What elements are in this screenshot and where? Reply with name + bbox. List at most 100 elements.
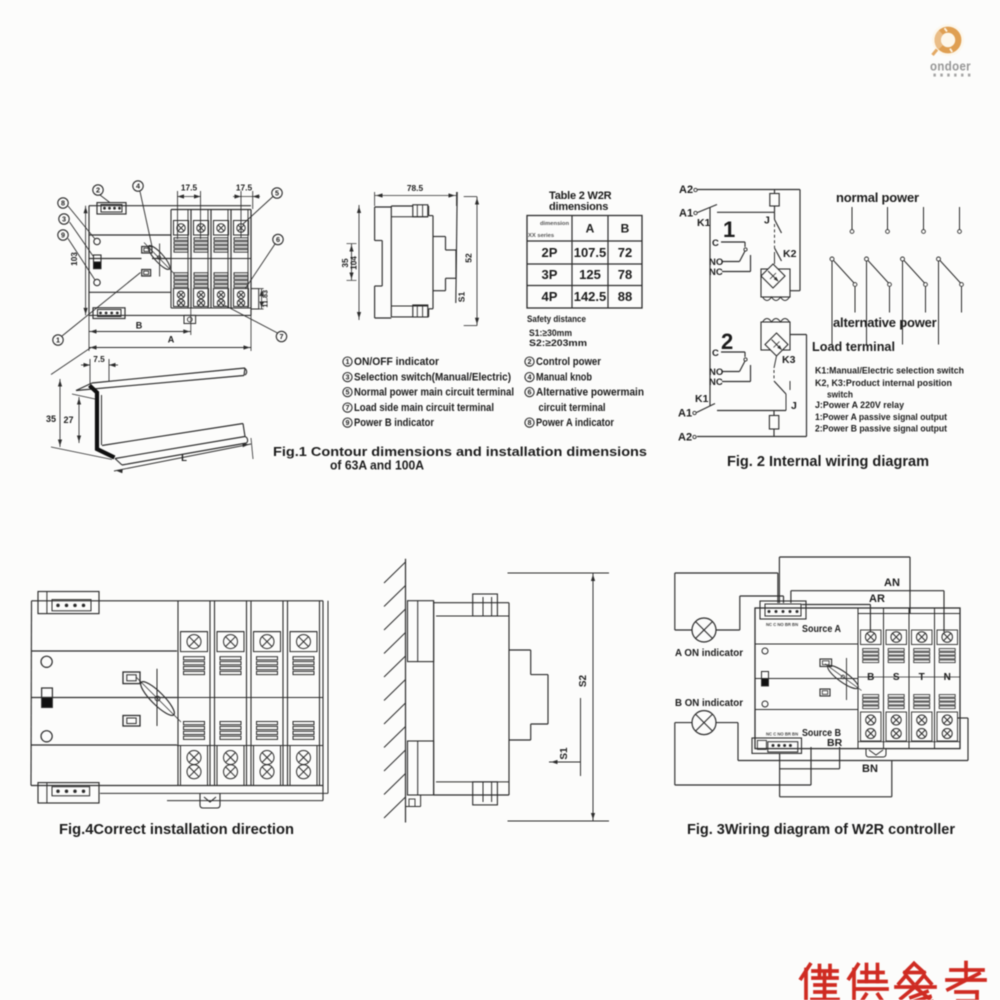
- svg-text:2: 2: [528, 357, 532, 366]
- svg-text:normal power: normal power: [836, 190, 919, 205]
- svg-text:Table 2 W2R: Table 2 W2R: [549, 190, 612, 202]
- svg-text:2P: 2P: [542, 245, 558, 260]
- svg-text:Power A indicator: Power A indicator: [536, 417, 615, 429]
- svg-text:27: 27: [63, 415, 73, 425]
- svg-text:3: 3: [346, 373, 350, 382]
- svg-text:XX series: XX series: [528, 233, 554, 239]
- svg-text:Selection switch(Manual/Electr: Selection switch(Manual/Electric): [354, 372, 511, 384]
- svg-text:Safety distance: Safety distance: [527, 314, 586, 325]
- svg-text:NC: NC: [709, 377, 723, 388]
- svg-text:2: 2: [721, 329, 733, 354]
- svg-text:B: B: [621, 222, 630, 236]
- svg-text:5: 5: [275, 189, 279, 198]
- svg-text:6: 6: [276, 235, 280, 244]
- svg-text:L: L: [181, 453, 187, 464]
- svg-text:7: 7: [346, 403, 350, 412]
- svg-text:A1: A1: [679, 208, 693, 220]
- svg-text:9: 9: [346, 418, 350, 427]
- svg-text:Fig. 2 Internal wiring diagram: Fig. 2 Internal wiring diagram: [727, 454, 929, 470]
- svg-text:2:Power B passive signal outpu: 2:Power B passive signal output: [815, 424, 948, 435]
- svg-text:B: B: [867, 672, 874, 683]
- svg-text:B: B: [136, 321, 143, 331]
- svg-text:7.5: 7.5: [93, 354, 105, 364]
- svg-text:78.5: 78.5: [407, 183, 424, 193]
- svg-text:2: 2: [96, 186, 100, 195]
- svg-text:S2:≥203mm: S2:≥203mm: [529, 338, 587, 349]
- svg-text:52: 52: [464, 253, 474, 263]
- svg-text:3P: 3P: [542, 267, 558, 282]
- svg-text:of 63A and 100A: of 63A and 100A: [330, 458, 424, 473]
- svg-text:142.5: 142.5: [574, 289, 607, 304]
- svg-text:J: J: [764, 215, 770, 227]
- svg-text:88: 88: [618, 289, 632, 304]
- svg-text:circuit terminal: circuit terminal: [539, 402, 606, 414]
- svg-text:A2: A2: [678, 432, 692, 444]
- svg-text:S1: S1: [559, 747, 570, 760]
- svg-text:S1: S1: [457, 292, 467, 303]
- svg-text:5: 5: [346, 388, 350, 397]
- svg-text:K2, K3:Product internal positi: K2, K3:Product internal position: [815, 378, 952, 389]
- svg-text:Control power: Control power: [536, 356, 602, 368]
- svg-text:S: S: [893, 672, 900, 683]
- svg-text:BN: BN: [862, 763, 878, 775]
- svg-text:NC C NO BR BN: NC C NO BR BN: [766, 732, 798, 737]
- svg-text:8: 8: [61, 199, 65, 208]
- svg-text:107.5: 107.5: [574, 245, 607, 260]
- svg-text:35: 35: [46, 414, 56, 424]
- svg-text:Source A: Source A: [802, 623, 841, 635]
- svg-text:alternative power: alternative power: [833, 315, 937, 330]
- svg-text:3: 3: [62, 215, 66, 224]
- svg-text:dimension: dimension: [540, 221, 569, 227]
- svg-text:J:Power A 220V relay: J:Power A 220V relay: [815, 400, 905, 411]
- svg-text:A2: A2: [679, 184, 693, 196]
- svg-text:dimensions: dimensions: [549, 201, 608, 213]
- svg-text:8: 8: [528, 418, 532, 427]
- svg-text:switch: switch: [827, 390, 853, 401]
- svg-text:72: 72: [618, 245, 632, 260]
- svg-text:17.5: 17.5: [236, 183, 253, 193]
- svg-text:J: J: [791, 400, 797, 412]
- svg-text:AN: AN: [884, 577, 900, 589]
- svg-text:C: C: [712, 348, 719, 359]
- svg-text:K1: K1: [695, 393, 709, 405]
- svg-text:103: 103: [69, 252, 79, 266]
- svg-text:1:Power A passive signal outpu: 1:Power A passive signal output: [815, 412, 948, 423]
- svg-text:B ON indicator: B ON indicator: [675, 697, 743, 709]
- svg-text:A: A: [168, 335, 175, 345]
- svg-text:6: 6: [528, 388, 532, 397]
- svg-text:A1: A1: [678, 408, 692, 420]
- svg-text:1: 1: [723, 217, 735, 242]
- svg-text:K1:Manual/Electric selection s: K1:Manual/Electric selection switch: [815, 366, 964, 377]
- svg-text:Load terminal: Load terminal: [812, 339, 895, 354]
- svg-text:Fig.1 Contour dimensions and i: Fig.1 Contour dimensions and installatio…: [273, 444, 647, 459]
- svg-text:K2: K2: [783, 248, 797, 260]
- svg-text:NC C NO BR BN: NC C NO BR BN: [766, 622, 798, 627]
- svg-text:4P: 4P: [542, 289, 558, 304]
- svg-text:Power B indicator: Power B indicator: [354, 417, 435, 429]
- svg-text:ondoer: ondoer: [930, 60, 971, 74]
- svg-text:ON/OFF indicator: ON/OFF indicator: [354, 356, 440, 368]
- svg-text:NC: NC: [709, 267, 723, 278]
- svg-text:Fig.4Correct installation dire: Fig.4Correct installation direction: [59, 822, 294, 838]
- svg-text:104: 104: [349, 256, 359, 270]
- svg-text:Normal power main circuit term: Normal power main circuit terminal: [354, 387, 514, 399]
- svg-text:125: 125: [579, 267, 601, 282]
- svg-text:Fig. 3Wiring diagram of W2R co: Fig. 3Wiring diagram of W2R controller: [687, 822, 955, 838]
- svg-text:NO: NO: [709, 367, 723, 378]
- svg-text:K3: K3: [782, 354, 796, 366]
- svg-text:11.83: 11.83: [261, 290, 270, 308]
- svg-text:9: 9: [61, 231, 65, 240]
- svg-text:K1: K1: [697, 217, 711, 229]
- svg-text:N: N: [944, 672, 951, 683]
- svg-text:C: C: [712, 238, 719, 249]
- svg-text:78: 78: [618, 267, 632, 282]
- svg-text:AR: AR: [869, 593, 885, 605]
- svg-text:17.5: 17.5: [181, 183, 198, 193]
- svg-text:BR: BR: [827, 737, 843, 749]
- svg-text:S1:≥30mm: S1:≥30mm: [529, 328, 572, 339]
- svg-text:1: 1: [56, 336, 60, 345]
- svg-text:A: A: [586, 222, 595, 236]
- svg-text:Manual knob: Manual knob: [536, 372, 592, 384]
- svg-text:Alternative powermain: Alternative powermain: [536, 387, 644, 399]
- svg-text:Load side main circuit termina: Load side main circuit terminal: [354, 402, 494, 414]
